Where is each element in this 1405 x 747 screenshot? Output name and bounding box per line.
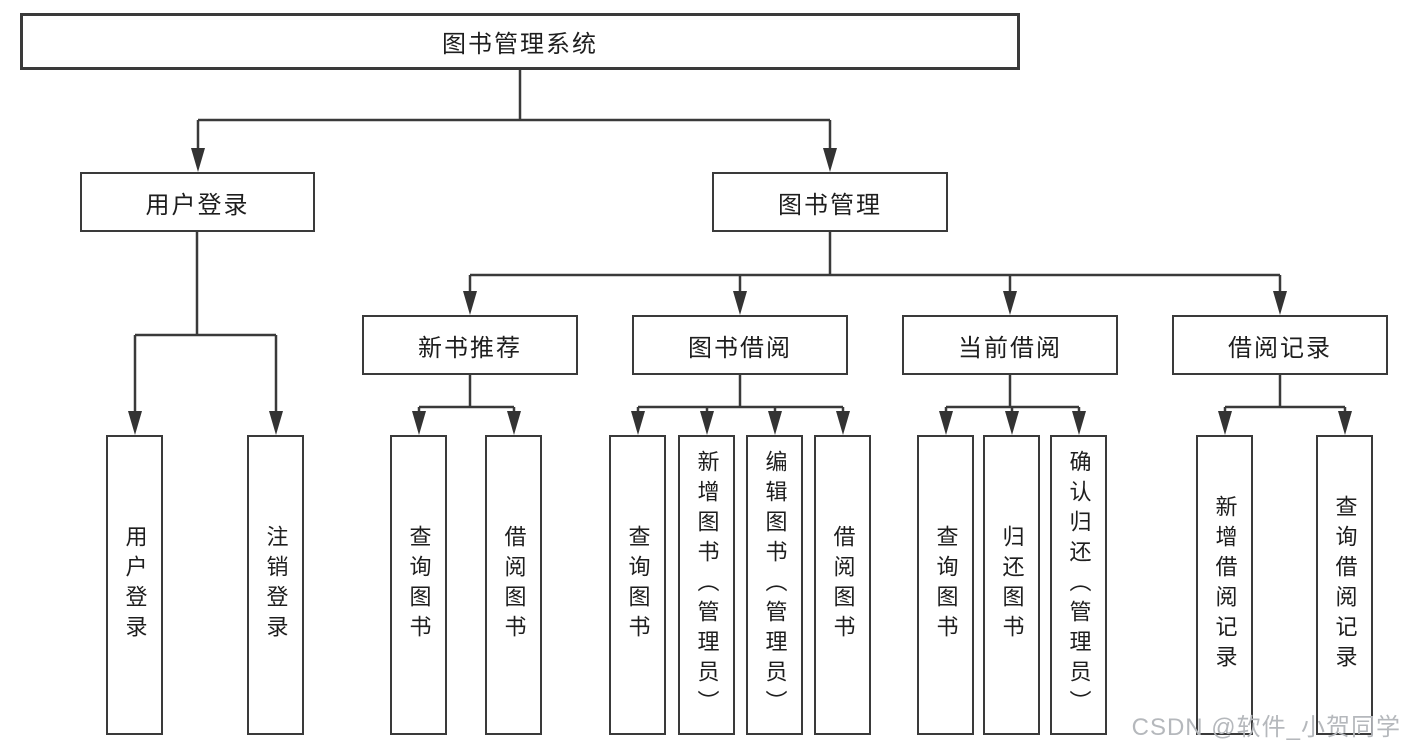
arrowhead-icon <box>836 411 850 435</box>
leaf-query-books: 查询图书 <box>609 435 666 735</box>
arrowhead-icon <box>939 411 953 435</box>
node-book-management: 图书管理 <box>712 172 948 232</box>
node-library-management-system: 图书管理系统 <box>20 13 1020 70</box>
arrowhead-icon <box>191 148 205 172</box>
arrowhead-icon <box>1005 411 1019 435</box>
node-new-book-recommend: 新书推荐 <box>362 315 578 375</box>
arrowhead-icon <box>128 411 142 435</box>
arrowhead-icon <box>507 411 521 435</box>
arrowhead-icon <box>1273 291 1287 315</box>
leaf-query-books: 查询图书 <box>390 435 447 735</box>
arrowhead-icon <box>269 411 283 435</box>
arrowhead-icon <box>823 148 837 172</box>
watermark: CSDN @软件_小贺同学 <box>1131 714 1401 741</box>
arrowhead-icon <box>631 411 645 435</box>
arrowhead-icon <box>1072 411 1086 435</box>
arrowhead-icon <box>1338 411 1352 435</box>
leaf-borrow-books: 借阅图书 <box>814 435 871 735</box>
node-borrow-records: 借阅记录 <box>1172 315 1388 375</box>
node-current-borrow: 当前借阅 <box>902 315 1118 375</box>
leaf-add-borrow-record: 新增借阅记录 <box>1196 435 1253 735</box>
leaf-add-books-admin: 新增图书（管理员） <box>678 435 735 735</box>
arrowhead-icon <box>1218 411 1232 435</box>
arrowhead-icon <box>768 411 782 435</box>
leaf-edit-books-admin: 编辑图书（管理员） <box>746 435 803 735</box>
leaf-query-books: 查询图书 <box>917 435 974 735</box>
arrowhead-icon <box>463 291 477 315</box>
node-user-login: 用户登录 <box>80 172 315 232</box>
leaf-user-login: 用户登录 <box>106 435 163 735</box>
arrowhead-icon <box>700 411 714 435</box>
node-book-borrow: 图书借阅 <box>632 315 848 375</box>
leaf-return-books: 归还图书 <box>983 435 1040 735</box>
leaf-borrow-books: 借阅图书 <box>485 435 542 735</box>
arrowhead-icon <box>733 291 747 315</box>
arrowhead-icon <box>412 411 426 435</box>
arrowhead-icon <box>1003 291 1017 315</box>
arrowheads <box>128 148 1352 435</box>
leaf-query-borrow-record: 查询借阅记录 <box>1316 435 1373 735</box>
leaf-confirm-return-admin: 确认归还（管理员） <box>1050 435 1107 735</box>
leaf-logout: 注销登录 <box>247 435 304 735</box>
